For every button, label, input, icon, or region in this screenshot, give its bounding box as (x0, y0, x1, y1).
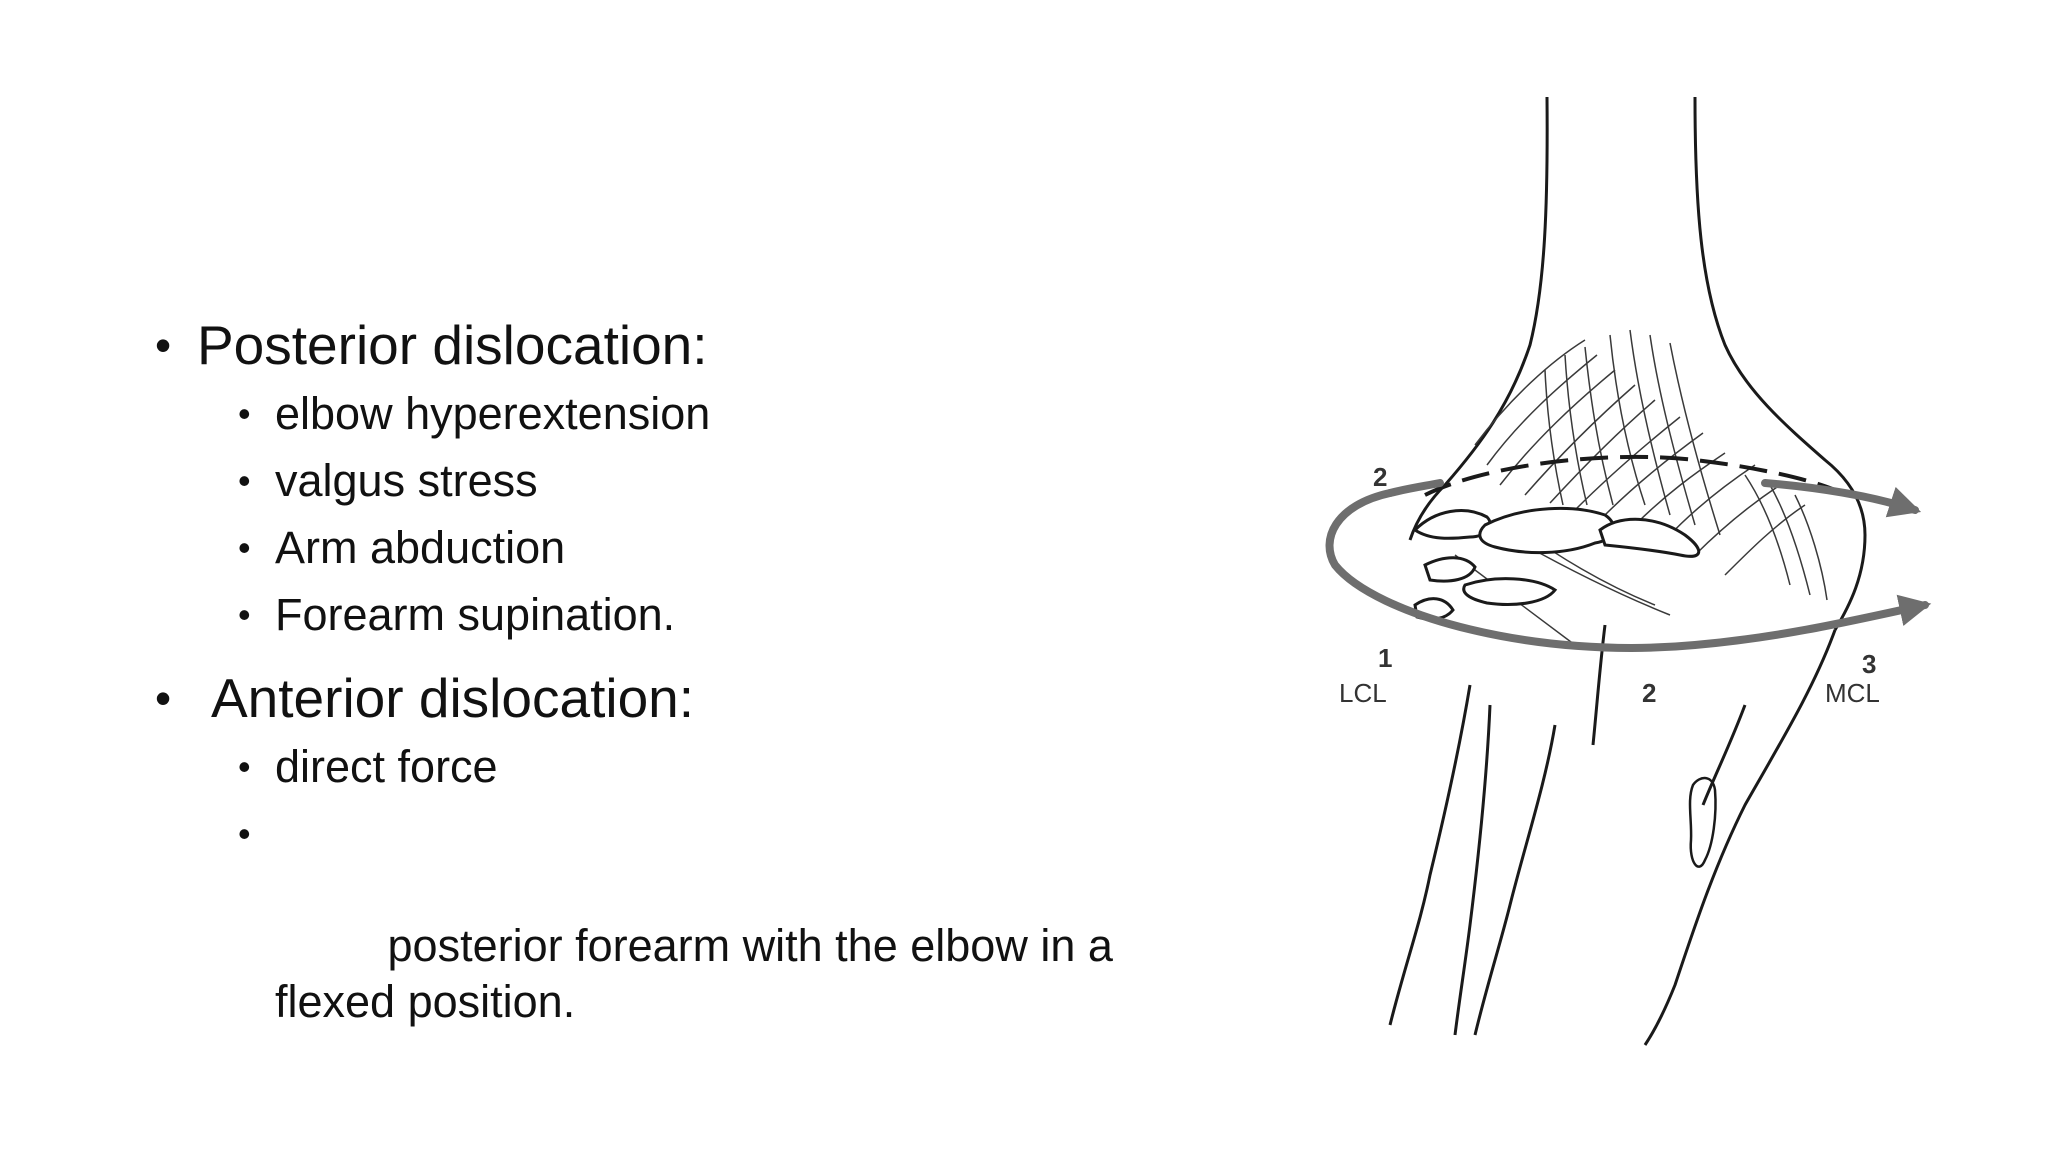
list-item: • Forearm supination. (155, 587, 1235, 643)
list-item-text: Forearm supination. (275, 589, 676, 640)
list-item: • direct force (155, 739, 1235, 795)
anterior-sub-list: • direct force • posterior forearm with … (155, 739, 1235, 1086)
list-item-text: elbow hyperextension (275, 388, 711, 439)
label-mcl: MCL (1825, 678, 1880, 708)
bullet-dot: • (155, 672, 172, 724)
bullet-dot: • (238, 594, 251, 635)
bullet-dot: • (155, 319, 172, 371)
list-item-text: direct force (275, 741, 498, 792)
humerus-outline (1408, 96, 1867, 631)
bullet-text-area: • Posterior dislocation: • elbow hyperex… (155, 312, 1235, 1097)
list-item-text: posterior forearm with the elbow in a fl… (275, 920, 1126, 1027)
elbow-anatomy-illustration: 2 1 LCL 2 3 MCL (1225, 85, 1985, 1065)
bullet-dot: • (238, 527, 251, 568)
posterior-sub-list: • elbow hyperextension • valgus stress •… (155, 386, 1235, 643)
list-item-text: valgus stress (275, 455, 538, 506)
heading-posterior: Posterior dislocation: (197, 314, 708, 376)
list-item: • elbow hyperextension (155, 386, 1235, 442)
label-num-mid: 2 (1642, 678, 1656, 708)
label-num-right: 3 (1862, 649, 1876, 679)
bullet-dot: • (238, 746, 251, 787)
label-num-left: 1 (1378, 643, 1392, 673)
list-item: • valgus stress (155, 453, 1235, 509)
list-item: • Arm abduction (155, 520, 1235, 576)
bullet-dot: • (238, 460, 251, 501)
dashed-rotation-path (1424, 454, 1847, 497)
list-item: • posterior forearm with the elbow in a … (155, 806, 1225, 1086)
bullet-dot: • (238, 813, 251, 854)
olecranon-outline (1688, 776, 1717, 868)
rotation-arrows (1325, 479, 1932, 652)
heading-anterior: Anterior dislocation: (211, 667, 695, 729)
bullet-posterior-dislocation: • Posterior dislocation: (155, 312, 1235, 378)
label-lcl: LCL (1339, 678, 1387, 708)
bullet-dot: • (238, 393, 251, 434)
list-item-text: Arm abduction (275, 522, 566, 573)
bone-fragments (1412, 506, 1701, 621)
label-num-top-left: 2 (1373, 462, 1387, 492)
bullet-anterior-dislocation: • Anterior dislocation: (155, 665, 1235, 731)
forearm-outline (1388, 624, 1837, 1046)
elbow-drawing: 2 1 LCL 2 3 MCL (1325, 96, 1932, 1046)
